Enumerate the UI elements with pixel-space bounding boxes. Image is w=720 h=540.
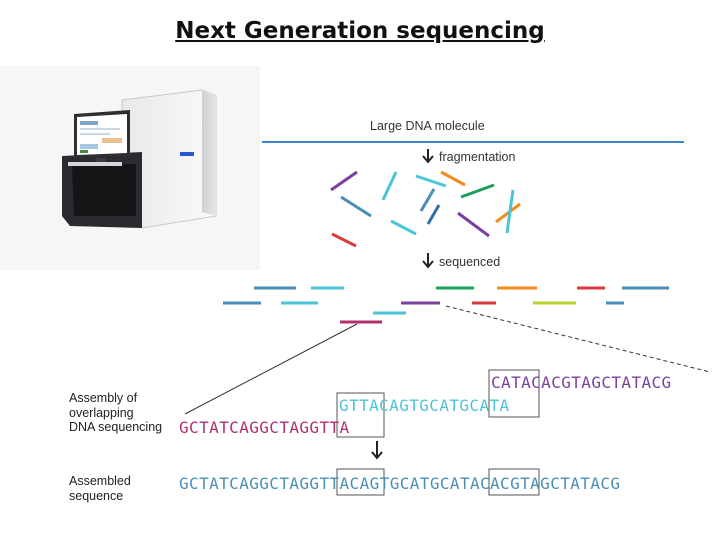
read-sequence-bottom: GCTATCAGGCTAGGTTA	[179, 418, 350, 437]
fragmentation-arrow-icon	[422, 149, 434, 164]
overlap-box-upper	[488, 369, 540, 418]
assembled-overlap-box-2	[488, 468, 540, 496]
zoom-line-right	[445, 305, 711, 373]
sequenced-reads	[223, 286, 669, 324]
fragment	[419, 188, 436, 212]
sequencer-machine-image	[0, 66, 260, 270]
fragment	[457, 211, 490, 238]
fragment	[495, 202, 521, 224]
assembly-label-line: Assembly of	[69, 391, 138, 405]
read-sequence-top: CATACACGTAGCTATACG	[491, 373, 672, 392]
assembled-label-line: sequence	[69, 488, 124, 503]
zoom-line-left	[184, 323, 358, 415]
assembled-label: Assembled sequence	[69, 474, 131, 503]
sequenced-arrow-icon	[422, 253, 434, 269]
assembly-label-line: DNA sequencing	[69, 420, 163, 434]
fragment	[390, 219, 417, 236]
page-title: Next Generation sequencing	[175, 18, 545, 44]
fragmentation-label: fragmentation	[439, 150, 516, 164]
fragment	[331, 232, 357, 248]
fragment	[460, 183, 495, 199]
assembly-label-line: overlapping	[69, 405, 134, 420]
assembled-sequence: GCTATCAGGCTAGGTTACAGTGCATGCATACACGTAGCTA…	[179, 474, 621, 493]
sequencer-illustration	[62, 89, 217, 229]
sequenced-label: sequenced	[439, 255, 501, 269]
fragment	[330, 170, 358, 192]
assembled-label-line: Assembled	[69, 474, 131, 488]
fragment	[440, 170, 466, 187]
fragment	[505, 189, 515, 234]
assembly-label: Assembly of overlapping DNA sequencing	[69, 391, 162, 435]
large-dna-label: Large DNA molecule	[370, 119, 485, 133]
overlap-box-lower	[336, 392, 385, 438]
assembly-arrow-icon	[371, 441, 383, 460]
dna-fragments	[330, 170, 521, 248]
fragment	[381, 171, 398, 201]
assembled-overlap-box-1	[336, 468, 385, 496]
read-sequence-middle: GTTACAGTGCATGCATA	[339, 396, 510, 415]
fragment	[415, 174, 447, 188]
fragment	[426, 204, 441, 225]
fragment	[340, 195, 372, 218]
